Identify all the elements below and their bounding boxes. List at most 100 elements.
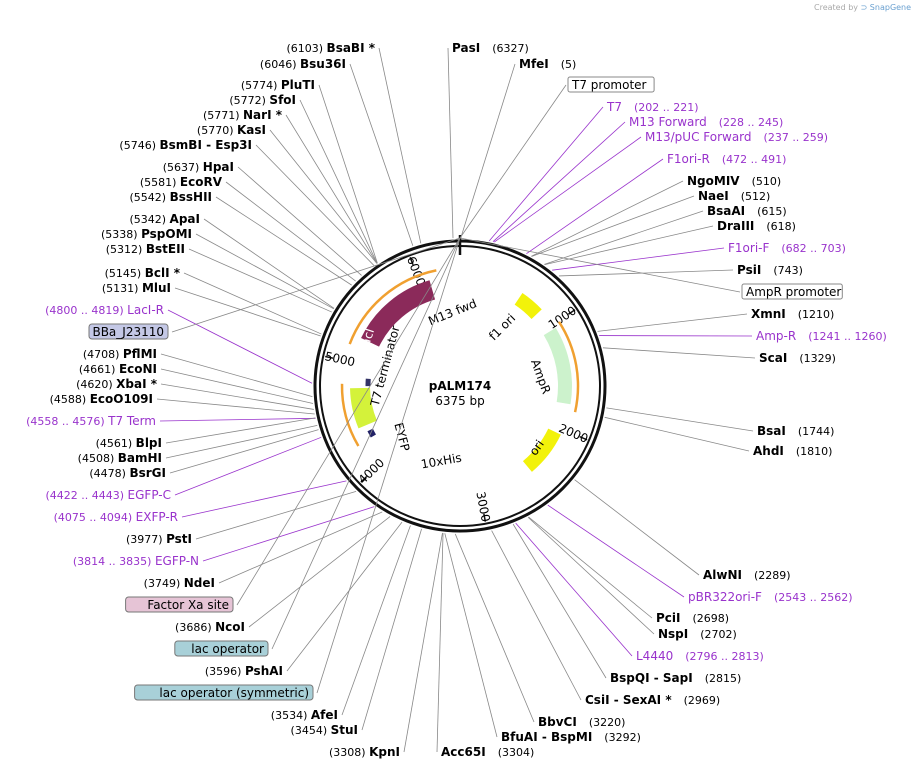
leader-line xyxy=(606,407,754,432)
enzyme-name-2: - BspMI xyxy=(538,730,593,744)
feature-label: f1 ori xyxy=(486,311,518,343)
primer-label: M13 Forward(228 .. 245) xyxy=(629,115,783,129)
enzyme-label: (3454) StuI xyxy=(291,723,358,737)
primer-range: (4558 .. 4576) xyxy=(26,415,108,428)
leader-line xyxy=(604,416,750,452)
enzyme-name: BclI * xyxy=(145,266,181,280)
his-tag-feature xyxy=(367,428,377,438)
plasmid-name: pALM174 xyxy=(429,379,492,393)
right-label-12: PsiI(743) xyxy=(737,263,803,277)
enzyme-name: BsrGI xyxy=(129,466,166,480)
enzyme-label: (5131) MluI xyxy=(102,281,171,295)
leader-line xyxy=(531,195,695,257)
primer-name: F1ori-R xyxy=(667,152,710,166)
enzyme-label: (4561) BlpI xyxy=(96,436,162,450)
enzyme-label: (3596) PshAI xyxy=(205,664,283,678)
enzyme-label: (3534) AfeI xyxy=(271,708,338,722)
leader-line xyxy=(602,347,756,359)
right-label-9: BsaAI(615) xyxy=(707,204,787,218)
enzyme-name: EcoO109I xyxy=(90,392,153,406)
enzyme-name: DraIII xyxy=(717,219,754,233)
enzyme-position: (510) xyxy=(752,175,782,188)
primer-name: EXFP-R xyxy=(136,510,178,524)
leader-line xyxy=(286,521,403,672)
enzyme-position: (2969) xyxy=(684,694,721,707)
leader-line xyxy=(544,225,714,266)
left-label-11: (5338) PspOMI xyxy=(101,227,192,241)
enzyme-position: (5338) xyxy=(101,228,141,241)
right-label-27: BfuAI - BspMI(3292) xyxy=(501,730,641,744)
enzyme-label: (5338) PspOMI xyxy=(101,227,192,241)
right-label-2: T7 promoter xyxy=(567,76,655,93)
ruler-tick xyxy=(325,355,334,359)
enzyme-name: NspI xyxy=(658,627,688,641)
ruler-label: 4000 xyxy=(356,456,388,487)
feature-box-label: Factor Xa site xyxy=(147,598,229,612)
enzyme-name: PflMI xyxy=(123,347,157,361)
primer-name: pBR322ori-F xyxy=(688,590,762,604)
leader-line xyxy=(183,272,322,335)
right-label-10: DraIII(618) xyxy=(717,219,796,233)
primer-range: (4800 .. 4819) xyxy=(45,304,127,317)
enzyme-name: BssHII xyxy=(170,190,212,204)
right-label-24: BspQI - SapI(2815) xyxy=(610,671,741,685)
leader-line xyxy=(349,63,414,246)
feature-label: M13 fwd xyxy=(426,296,478,328)
ori-feature xyxy=(522,428,561,472)
leader-line xyxy=(454,533,535,723)
primer-range: (2796 .. 2813) xyxy=(685,650,764,663)
leader-line xyxy=(526,158,664,255)
leader-line xyxy=(460,63,516,239)
enzyme-position: (5637) xyxy=(163,161,203,174)
left-label-13: (5145) BclI * xyxy=(105,266,181,280)
right-label-22: NspI(2702) xyxy=(658,627,737,641)
primer-label: Amp-R(1241 .. 1260) xyxy=(756,329,887,343)
enzyme-label: (5581) EcoRV xyxy=(140,175,223,189)
right-label-15: Amp-R(1241 .. 1260) xyxy=(756,329,887,343)
feature-box-label: T7 promoter xyxy=(571,78,647,92)
leader-line xyxy=(195,491,357,540)
leader-line xyxy=(195,233,334,310)
enzyme-name: BfuAI xyxy=(501,730,538,744)
primer-range: (202 .. 221) xyxy=(634,101,699,114)
enzyme-position: (4508) xyxy=(78,452,118,465)
enzyme-name: BspQI xyxy=(610,671,650,685)
enzyme-name: NdeI xyxy=(184,576,215,590)
leader-line xyxy=(181,480,347,518)
feature-box xyxy=(174,640,269,657)
enzyme-label: AhdI(1810) xyxy=(753,444,832,458)
leader-line xyxy=(597,313,748,332)
plasmid-length: 6375 bp xyxy=(435,394,485,408)
primer-label: pBR322ori-F(2543 .. 2562) xyxy=(688,590,853,604)
enzyme-position: (5772) xyxy=(229,94,269,107)
left-label-19: (4620) XbaI * xyxy=(76,377,158,391)
ruler-label: 3000 xyxy=(473,491,492,524)
leader-line xyxy=(218,511,383,584)
left-label-10: (5342) ApaI xyxy=(129,212,200,226)
primer-label: F1ori-F(682 .. 703) xyxy=(728,241,846,255)
leader-line xyxy=(299,99,378,264)
leader-line xyxy=(494,136,642,243)
right-label-28: Acc65I(3304) xyxy=(441,745,534,759)
right-label-4: M13 Forward(228 .. 245) xyxy=(629,115,783,129)
leader-line xyxy=(160,353,313,398)
leader-line xyxy=(512,523,607,679)
left-label-6: (5746) BsmBI - Esp3I xyxy=(119,138,252,152)
enzyme-position: (4478) xyxy=(89,467,129,480)
enzyme-name: EcoRV xyxy=(180,175,223,189)
leader-line xyxy=(188,248,332,313)
right-label-20: pBR322ori-F(2543 .. 2562) xyxy=(688,590,853,604)
leader-line xyxy=(515,522,633,657)
leader-line xyxy=(528,516,653,619)
enzyme-position: (6103) xyxy=(286,42,326,55)
left-label-5: (5770) KasI xyxy=(197,123,266,137)
enzyme-name: AlwNI xyxy=(703,568,742,582)
enzyme-name: PstI xyxy=(166,532,192,546)
primer-name: M13/pUC Forward xyxy=(645,130,752,144)
primer-name: LacI-R xyxy=(127,303,164,317)
enzyme-position: (5770) xyxy=(197,124,237,137)
leader-line xyxy=(248,516,391,628)
primer-range: (1241 .. 1260) xyxy=(808,330,887,343)
primer-range: (228 .. 245) xyxy=(719,116,784,129)
